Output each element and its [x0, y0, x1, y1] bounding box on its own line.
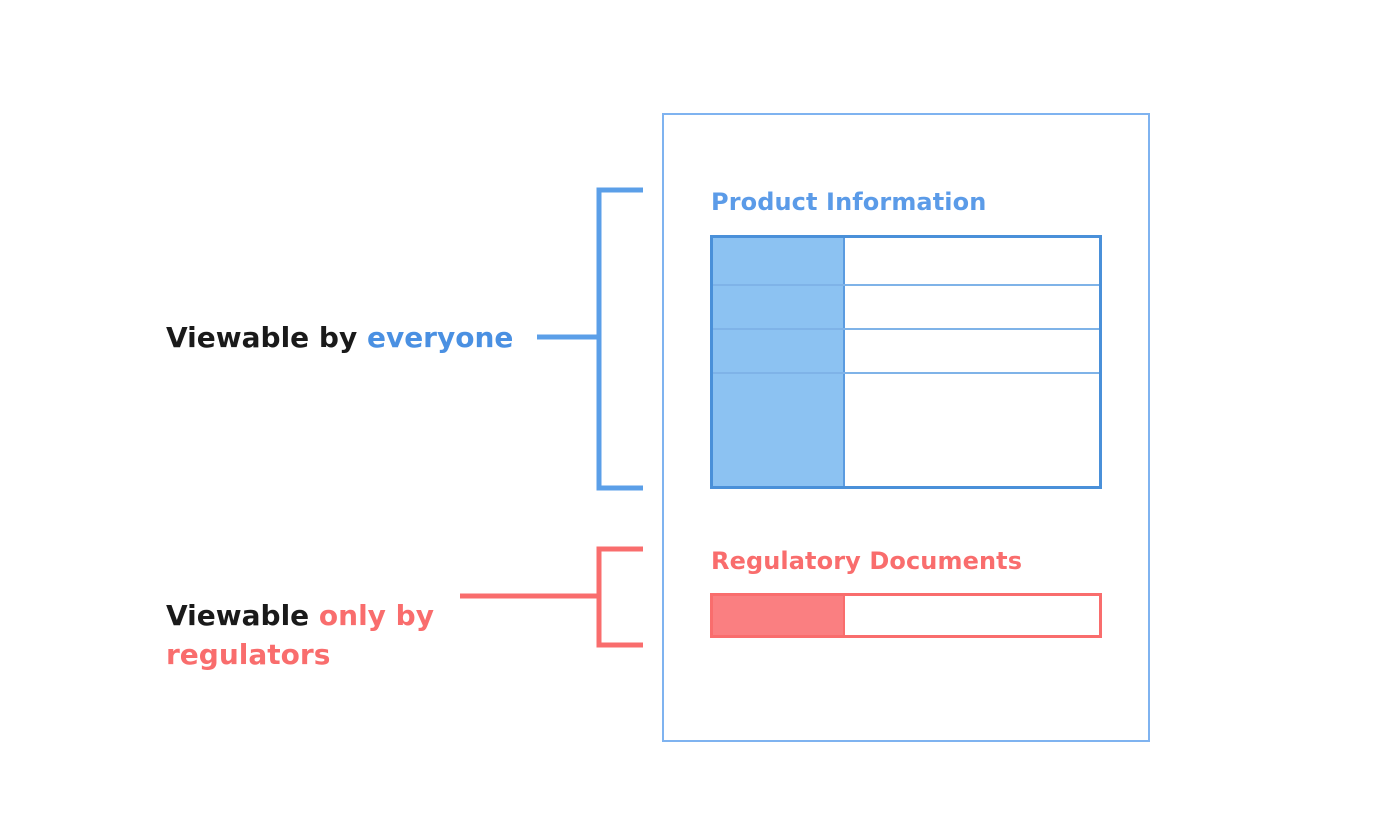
table-row — [713, 330, 1099, 374]
table-cell-key — [713, 238, 845, 284]
table-cell-value — [845, 238, 1099, 284]
label-accent-everyone: everyone — [366, 321, 514, 354]
bar-cell-value — [843, 596, 1099, 635]
table-cell-value — [845, 374, 1099, 486]
label-viewable-only-by-regulators: Viewable only by regulators — [166, 557, 466, 674]
table-cell-key — [713, 286, 845, 328]
table-row — [713, 238, 1099, 286]
table-cell-value — [845, 286, 1099, 328]
product-information-table — [710, 235, 1102, 489]
bracket-regulators — [460, 546, 643, 648]
table-cell-key — [713, 330, 845, 372]
table-cell-value — [845, 330, 1099, 372]
bracket-everyone — [537, 187, 643, 491]
product-information-heading: Product Information — [711, 188, 987, 216]
label-viewable-by-everyone: Viewable by everyone — [166, 318, 513, 357]
table-row — [713, 374, 1099, 486]
label-prefix-text: Viewable by — [166, 321, 367, 354]
table-row — [713, 286, 1099, 330]
bar-cell-key — [713, 596, 843, 635]
label-prefix-text: Viewable — [166, 599, 319, 632]
regulatory-documents-heading: Regulatory Documents — [711, 547, 1023, 575]
table-cell-key — [713, 374, 845, 486]
label-accent-regulators: only by regulators — [166, 599, 434, 671]
regulatory-documents-bar — [710, 593, 1102, 638]
